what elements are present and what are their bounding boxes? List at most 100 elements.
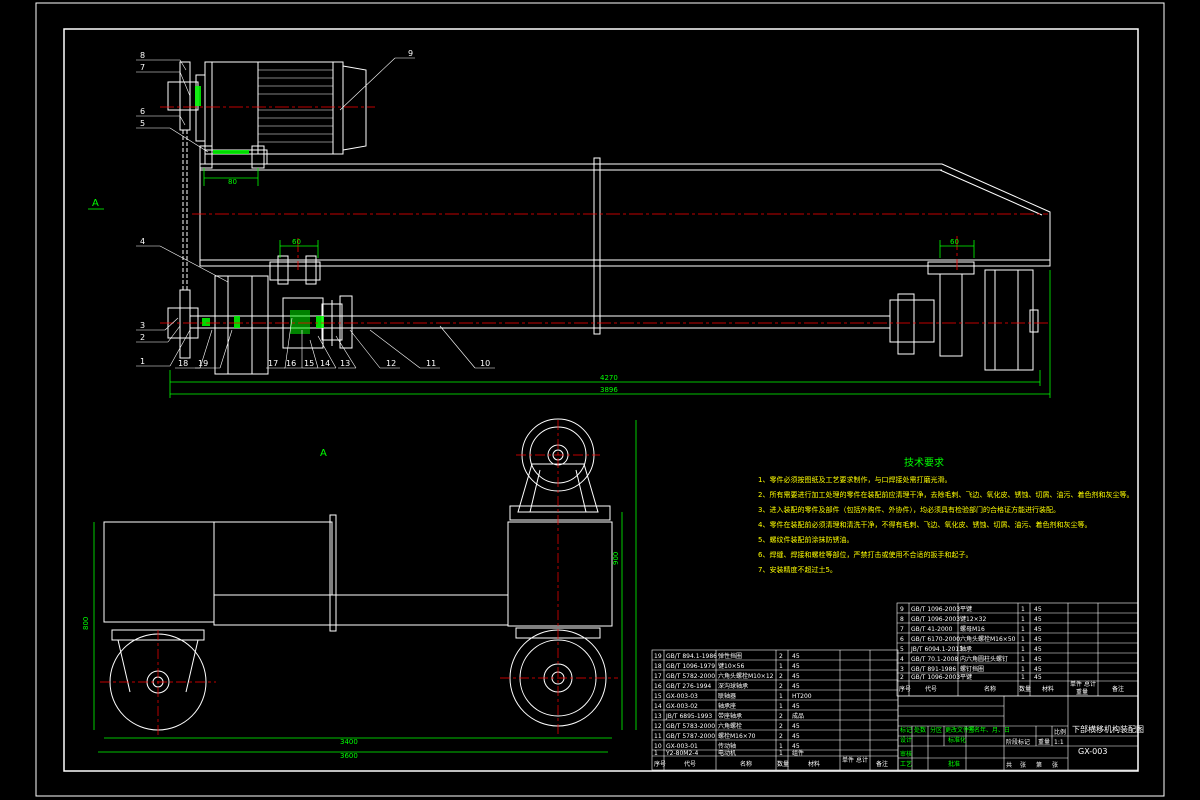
- side-right-box: [507, 521, 613, 627]
- part-number-9: 9: [408, 49, 413, 58]
- bom-right-header: 代号: [925, 685, 937, 693]
- side-view: [103, 418, 613, 731]
- bom-right-cell: 45: [1034, 646, 1042, 653]
- bom-left-cell: JB/T 6895-1993: [665, 713, 712, 720]
- right-bracket: [927, 261, 975, 275]
- bom-left-cell: GB/T 276-1994: [666, 683, 711, 690]
- bom-right-cell: GB/T 1096-2003: [911, 606, 960, 613]
- bom-left-cell: 17: [654, 673, 662, 680]
- bom-left-cell: 13: [654, 713, 662, 720]
- tech-requirements-lines: 1、零件必须按图纸及工艺要求制作，与口焊接处需打磨光滑。 2、所有需要进行加工处…: [758, 475, 1133, 574]
- drive-pulley: [214, 275, 269, 375]
- bom-left-header: 代号: [684, 760, 696, 768]
- bom-left-cell: 16: [654, 683, 662, 690]
- front-dimensions: [169, 168, 1051, 398]
- title-role-process: 工艺: [900, 760, 912, 768]
- title-role-review: 审核: [900, 750, 912, 758]
- bom-right-cell: 45: [1034, 626, 1042, 633]
- side-view-dimensions: [93, 420, 637, 753]
- bom-left-cell: 轴承座: [718, 702, 736, 710]
- bom-right-weight-label: 重量: [1076, 688, 1088, 696]
- bom-left-header: 名称: [740, 760, 752, 768]
- dim-label-overall-2: 3896: [600, 386, 618, 394]
- main-beam: [199, 163, 1051, 267]
- bom-right-header: 序号: [899, 685, 911, 693]
- part-number-5: 5: [140, 119, 145, 128]
- front-view-hatch: [195, 86, 324, 334]
- tech-req-line-2: 2、所有需要进行加工处理的零件在装配前应清理干净，去除毛刺、飞边、氧化皮、锈蚀、…: [758, 490, 1133, 499]
- title-block-grid: [897, 695, 1139, 771]
- bom-left-cell: 电动机: [718, 749, 736, 757]
- part-number-8: 8: [140, 51, 145, 60]
- title-sheet-label: 张: [1020, 761, 1026, 769]
- bottom-sprocket: [179, 289, 191, 359]
- side-dim-h1: 800: [82, 617, 90, 630]
- bom-right-cell: 2: [900, 674, 904, 681]
- drawing-scale: 1:1: [1054, 739, 1064, 746]
- bom-left-cell: 成品: [792, 712, 804, 720]
- bom-right-header: 名称: [984, 685, 996, 693]
- title-role-design: 设计: [900, 736, 912, 744]
- bom-right-cell: 1: [1021, 674, 1025, 681]
- bom-left-cell: 45: [792, 723, 800, 730]
- side-dim-w1: 3400: [340, 738, 358, 746]
- title-sheet-label: 张: [1052, 761, 1058, 769]
- dim-label-80: 80: [228, 178, 237, 186]
- bom-right-cell: GB/T 1096-2003: [911, 674, 960, 681]
- bom-left-cell: 18: [654, 663, 662, 670]
- top-sprocket: [179, 61, 191, 131]
- bom-right-cell: 平键: [960, 605, 972, 613]
- bom-right-cell: 45: [1034, 674, 1042, 681]
- bom-left-cell: 45: [792, 653, 800, 660]
- bom-left-cell: GB/T 1096-1979: [666, 663, 715, 670]
- right-wheel: [984, 269, 1034, 371]
- bom-left-cell: 弹性挡圈: [718, 652, 742, 660]
- bom-left-rows: 19 GB/T 894.1-1986 弹性挡圈 2 45 18 GB/T 109…: [654, 652, 888, 768]
- bom-left-cell: 2: [779, 713, 783, 720]
- bom-right-cell: 1: [1021, 616, 1025, 623]
- bom-left-header: 序号: [654, 760, 666, 768]
- motor-body: [204, 61, 344, 155]
- part-number-13: 13: [340, 359, 350, 368]
- view-mark-top: A: [92, 198, 99, 209]
- bom-right-cell: 螺母M16: [960, 625, 985, 633]
- bom-left-cell: 传动轴: [718, 742, 736, 750]
- tech-req-line-1: 1、零件必须按图纸及工艺要求制作，与口焊接处需打磨光滑。: [758, 475, 951, 484]
- bom-right-cell: 3: [900, 666, 904, 673]
- bom-right-cell: GB/T 891-1986: [911, 666, 956, 673]
- tech-req-line-4: 4、零件在装配前必须清理和清洗干净，不得有毛刺、飞边、氧化皮、锈蚀、切屑、油污、…: [758, 520, 1091, 529]
- bom-left-header: 单件: [842, 756, 854, 764]
- bom-left-cell: 2: [779, 653, 783, 660]
- title-scale-label: 比例: [1054, 728, 1066, 736]
- part-labels: 8 7 6 5 4 3 2 1 9 18 19 17 16 15 14 13 1…: [140, 49, 490, 368]
- bom-left-cell: GB/T 5787-2000: [666, 733, 715, 740]
- bom-right-cell: 轴承: [960, 645, 972, 653]
- bom-left-cell: 14: [654, 703, 662, 710]
- bom-left-cell: 45: [792, 733, 800, 740]
- tech-req-line-3: 3、进入装配的零件及部件（包括外购件、外协件），均必须具有检验部门的合格证方能进…: [758, 505, 1060, 514]
- bom-right-header: 总计: [1084, 680, 1096, 688]
- bom-right-header: 数量: [1019, 685, 1031, 693]
- side-beam: [213, 594, 509, 626]
- bom-right-cell: 1: [1021, 646, 1025, 653]
- part-number-11: 11: [426, 359, 436, 368]
- title-role-approve: 批准: [948, 760, 960, 768]
- tech-req-line-5: 5、螺纹件装配前涂抹防锈油。: [758, 535, 853, 544]
- bom-right-cell: 45: [1034, 666, 1042, 673]
- bom-right-cell: 8: [900, 616, 904, 623]
- bom-left-header: 数量: [777, 760, 789, 768]
- bom-right-rows: 9 GB/T 1096-2003 平键 1 45 8 GB/T 1096-200…: [899, 605, 1124, 696]
- dim-label-60-right: 60: [950, 238, 959, 246]
- part-number-19: 19: [198, 359, 208, 368]
- bom-left-cell: 深沟球轴承: [718, 682, 748, 690]
- side-view-center-lines: [100, 420, 618, 736]
- bom-left-cell: 1: [779, 703, 783, 710]
- part-number-12: 12: [386, 359, 396, 368]
- bom-right-cell: 1: [1021, 656, 1025, 663]
- bom-right-cell: 4: [900, 656, 904, 663]
- part-number-18: 18: [178, 359, 188, 368]
- bom-left-cell: GX-003-01: [666, 743, 698, 750]
- bom-left-cell: 1: [779, 663, 783, 670]
- bom-left-cell: 15: [654, 693, 662, 700]
